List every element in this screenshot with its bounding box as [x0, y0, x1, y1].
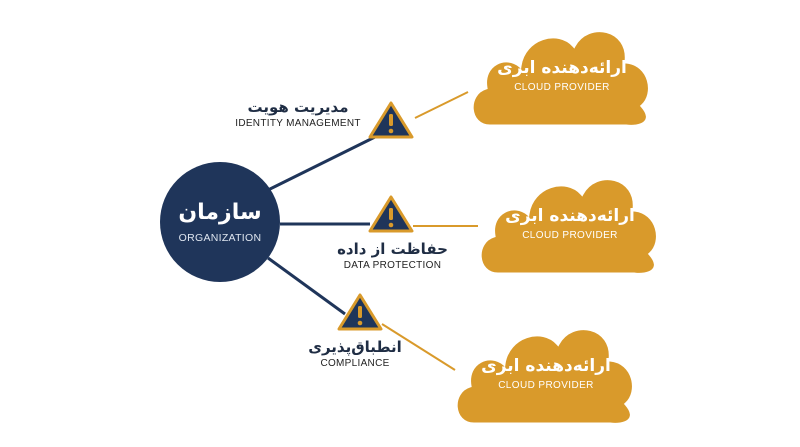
- provider-link-identity: [414, 91, 469, 119]
- risk-identity-title-en: IDENTITY MANAGEMENT: [235, 118, 361, 129]
- cloud-provider-1-title-en: CLOUD PROVIDER: [514, 82, 610, 93]
- warning-icon-identity: [368, 100, 414, 140]
- risk-identity-title-fa: مدیریت هویت: [247, 98, 349, 116]
- provider-link-compliance: [381, 323, 456, 371]
- cloud-provider-3-title-fa: ارائه‌دهنده ابری: [481, 356, 611, 376]
- org-link-compliance: [267, 256, 346, 316]
- cloud-provider-3-title-en: CLOUD PROVIDER: [498, 380, 594, 391]
- cloud-provider-3: ارائه‌دهنده ابری CLOUD PROVIDER: [446, 312, 646, 432]
- risk-compliance-caption: انطباق‌پذیری COMPLIANCE: [300, 338, 410, 369]
- risk-data-title-en: DATA PROTECTION: [343, 260, 442, 271]
- risk-compliance-title-fa: انطباق‌پذیری: [308, 338, 402, 356]
- cloud-provider-2-title-fa: ارائه‌دهنده ابری: [505, 206, 635, 226]
- cloud-provider-2: ارائه‌دهنده ابری CLOUD PROVIDER: [470, 162, 670, 282]
- cloud-icon: [478, 177, 659, 276]
- organization-node: سازمان ORGANIZATION: [160, 162, 280, 282]
- cloud-provider-1: ارائه‌دهنده ابری CLOUD PROVIDER: [462, 14, 662, 134]
- organization-title-fa: سازمان: [178, 199, 262, 225]
- cloud-provider-2-title-en: CLOUD PROVIDER: [522, 230, 618, 241]
- warning-icon-data: [368, 194, 414, 234]
- warning-icon-compliance: [337, 292, 383, 332]
- org-link-identity: [267, 134, 378, 192]
- risk-identity-caption: مدیریت هویت IDENTITY MANAGEMENT: [228, 98, 368, 129]
- cloud-icon: [470, 29, 651, 128]
- risk-data-caption: حفاظت از داده DATA PROTECTION: [330, 240, 455, 271]
- risk-data-title-fa: حفاظت از داده: [337, 240, 448, 258]
- risk-compliance-title-en: COMPLIANCE: [320, 358, 390, 369]
- cloud-icon: [454, 327, 635, 426]
- cloud-provider-1-title-fa: ارائه‌دهنده ابری: [497, 58, 627, 78]
- organization-title-en: ORGANIZATION: [178, 232, 262, 245]
